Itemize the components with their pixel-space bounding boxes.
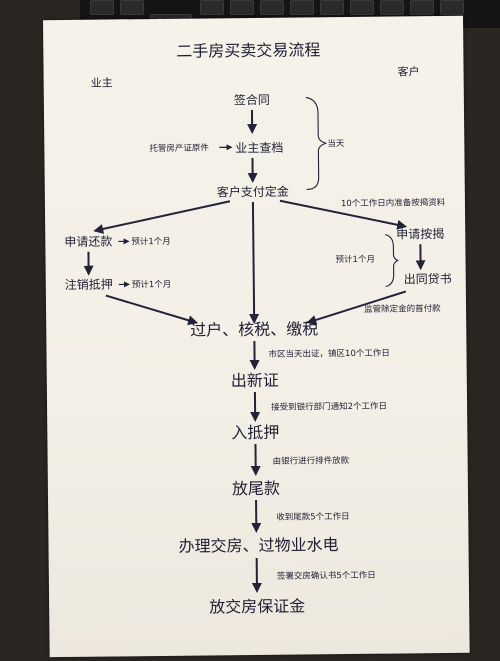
key — [120, 0, 144, 15]
note-sign-handover: 签署交房确认书5个工作日 — [277, 570, 376, 582]
brace — [385, 235, 398, 287]
step-handover: 办理交房、过物业水电 — [178, 535, 338, 556]
owner-label: 业主 — [91, 76, 113, 89]
step-owner-check: 业主查档 — [235, 141, 283, 156]
customer-label: 客户 — [397, 64, 419, 78]
arrow — [106, 295, 196, 324]
note-same-day: 当天 — [327, 138, 345, 149]
note-bank-notice: 接受到银行部门通知2个工作日 — [271, 401, 387, 413]
key — [380, 0, 404, 15]
flowchart: 二手房买卖交易流程 业主 客户 签合同 托管房产证原件 业主查档 当天 客户支付… — [43, 16, 470, 657]
page-title: 二手房买卖交易流程 — [176, 40, 320, 61]
step-sign-contract: 签合同 — [234, 92, 270, 107]
note-est-month-repay: 预计1个月 — [131, 236, 171, 247]
key — [200, 0, 224, 15]
note-supervise: 监管除定金的首付款 — [364, 303, 441, 315]
step-apply-loan: 申请按揭 — [396, 226, 444, 242]
key — [320, 0, 344, 15]
key — [350, 0, 374, 15]
arrow — [95, 201, 230, 230]
key — [260, 0, 284, 15]
step-mortgage: 入抵押 — [231, 423, 279, 443]
step-customer-deposit: 客户支付定金 — [217, 184, 289, 200]
key — [90, 0, 114, 15]
brace — [306, 97, 327, 189]
step-new-cert: 出新证 — [231, 371, 279, 391]
step-loan-letter: 出同贷书 — [404, 272, 452, 287]
step-release-deposit: 放交房保证金 — [209, 596, 305, 616]
note-prep-docs: 10个工作日内准备按揭资料 — [341, 197, 446, 209]
step-final-payment: 放尾款 — [232, 479, 280, 499]
note-custody: 托管房产证原件 — [149, 142, 209, 154]
note-est-month-loan: 预计1个月 — [335, 254, 375, 265]
flowchart-paper: 二手房买卖交易流程 业主 客户 签合同 托管房产证原件 业主查档 当天 客户支付… — [43, 16, 470, 657]
note-est-month-cancel: 预计1个月 — [132, 279, 172, 290]
key — [230, 0, 254, 15]
arrow — [253, 202, 254, 322]
step-transfer-tax: 过户、核税、缴税 — [190, 319, 318, 339]
note-city-cert: 市区当天出证，镇区10个工作日 — [268, 348, 389, 360]
key — [410, 0, 434, 15]
step-cancel-mortgage: 注销抵押 — [65, 276, 113, 292]
key — [440, 0, 464, 15]
note-bank-queue: 由银行进行排件放款 — [273, 455, 350, 467]
key — [290, 0, 314, 15]
step-apply-repay: 申请还款 — [64, 234, 112, 249]
note-receive-final: 收到尾款5个工作日 — [276, 511, 350, 523]
